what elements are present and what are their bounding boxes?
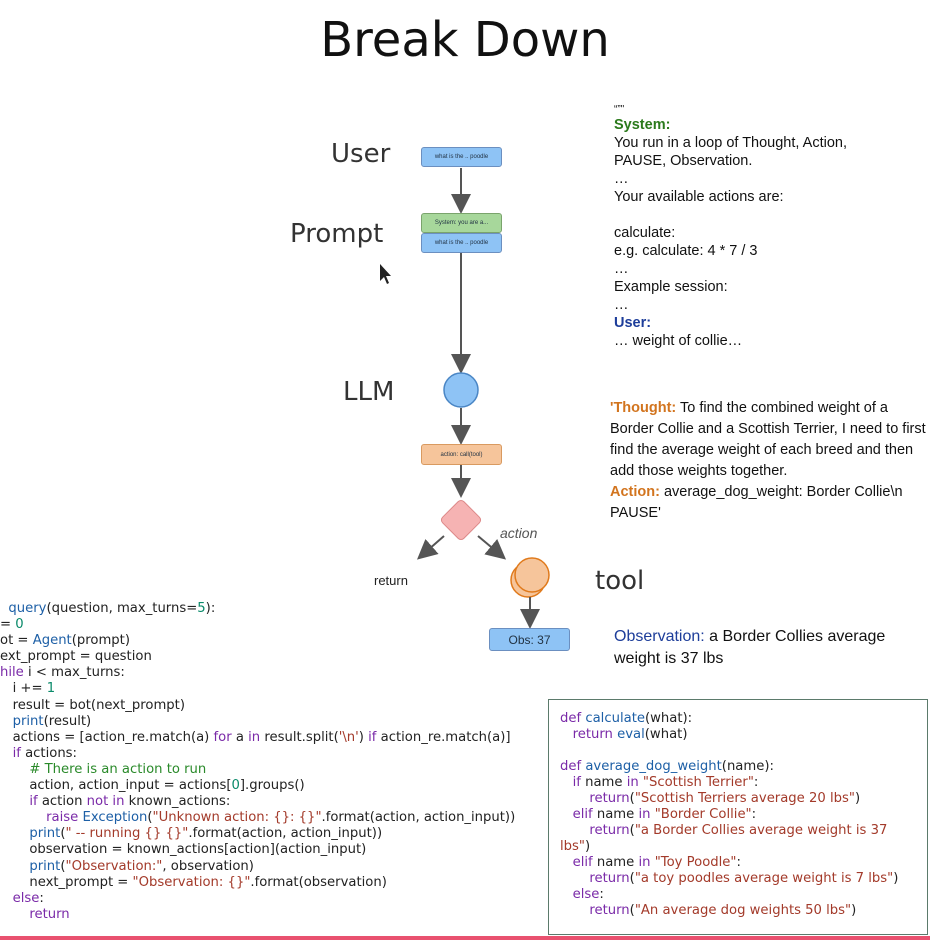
open-quote: “”" xyxy=(614,104,625,115)
user-node: what is the .. poodle xyxy=(421,147,502,167)
thought-body: To find the combined weight of a Border … xyxy=(610,400,926,479)
tools-code-box: def calculate(what): return eval(what) d… xyxy=(548,699,928,935)
label-user: User xyxy=(331,139,391,169)
llm-node xyxy=(443,372,479,408)
label-tool: tool xyxy=(595,566,645,596)
prompt-line: … weight of collie… xyxy=(614,333,743,349)
prompt-system-node: System: you are a... xyxy=(421,213,502,233)
prompt-ellipsis: … xyxy=(614,171,629,187)
action-body: average_dog_weight: Border Collie\n PAUS… xyxy=(610,484,903,521)
tools-code: def calculate(what): return eval(what) d… xyxy=(560,711,899,918)
action-label: Action: xyxy=(610,484,660,500)
tool-node-front xyxy=(514,557,550,593)
label-prompt: Prompt xyxy=(290,219,384,249)
label-return: return xyxy=(374,573,408,588)
system-prompt-text: “”" System: You run in a loop of Thought… xyxy=(614,104,914,350)
prompt-user-node: what is the .. poodle xyxy=(421,233,502,253)
observation-body: a Border Collies average weight is 37 lb… xyxy=(614,628,886,667)
observation-label: Observation: xyxy=(614,628,705,645)
observation-node: Obs: 37 xyxy=(489,628,570,651)
arrow-decision-return xyxy=(416,535,445,560)
prompt-line: Your available actions are: xyxy=(614,189,784,205)
prompt-line: Example session: xyxy=(614,279,728,295)
label-llm: LLM xyxy=(343,377,395,407)
prompt-line: You run in a loop of Thought, Action, xyxy=(614,135,847,151)
prompt-ellipsis: … xyxy=(614,261,629,277)
flow-diagram xyxy=(380,168,550,629)
prompt-line: PAUSE, Observation. xyxy=(614,153,753,169)
prompt-line: calculate: xyxy=(614,225,676,241)
system-label: System: xyxy=(614,117,671,133)
action-node: action: call(tool) xyxy=(421,444,502,465)
thought-text: 'Thought: To find the combined weight of… xyxy=(610,398,928,524)
user-label: User: xyxy=(614,315,652,331)
thought-label: 'Thought: xyxy=(610,400,677,416)
cursor-icon xyxy=(380,264,391,284)
decision-diamond xyxy=(440,499,482,541)
arrow-decision-tool xyxy=(477,535,507,560)
label-action: action xyxy=(500,525,538,541)
prompt-ellipsis: … xyxy=(614,297,629,313)
observation-text: Observation: a Border Collies average we… xyxy=(614,626,914,670)
page-title: Break Down xyxy=(320,12,610,68)
bottom-bar xyxy=(0,936,930,940)
query-code-block: query(question, max_turns=5): = 0 ot = A… xyxy=(0,601,516,922)
prompt-line: e.g. calculate: 4 * 7 / 3 xyxy=(614,243,758,259)
